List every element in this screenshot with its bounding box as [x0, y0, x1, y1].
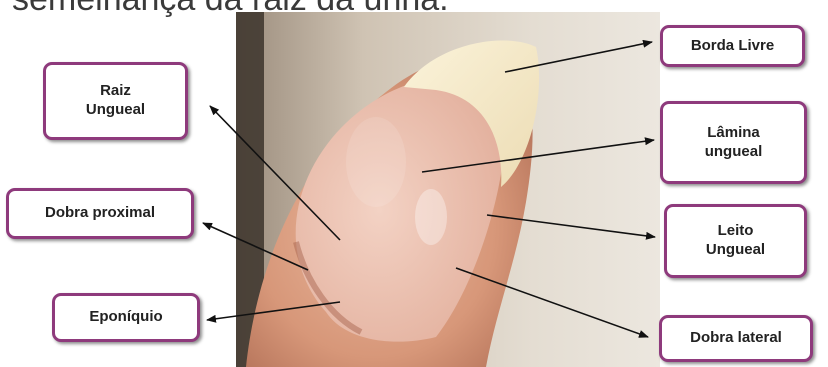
- label-borda-livre: Borda Livre: [660, 25, 805, 67]
- label-dobra-lateral: Dobra lateral: [659, 315, 813, 362]
- arrow-raiz-ungueal: [210, 106, 340, 240]
- label-dobra-proximal: Dobra proximal: [6, 188, 194, 239]
- label-lamina-ungueal: Lâmina ungueal: [660, 101, 807, 184]
- arrow-leito-ungueal: [487, 215, 655, 237]
- arrow-dobra-lateral: [456, 268, 648, 337]
- arrow-lamina-ungueal: [422, 140, 654, 172]
- arrow-borda-livre: [505, 42, 652, 72]
- arrow-eponiquio: [207, 302, 340, 320]
- label-leito-ungueal: Leito Ungueal: [664, 204, 807, 278]
- label-raiz-ungueal: Raiz Ungueal: [43, 62, 188, 140]
- label-eponiquio: Eponíquio: [52, 293, 200, 342]
- arrow-dobra-proximal: [203, 223, 308, 270]
